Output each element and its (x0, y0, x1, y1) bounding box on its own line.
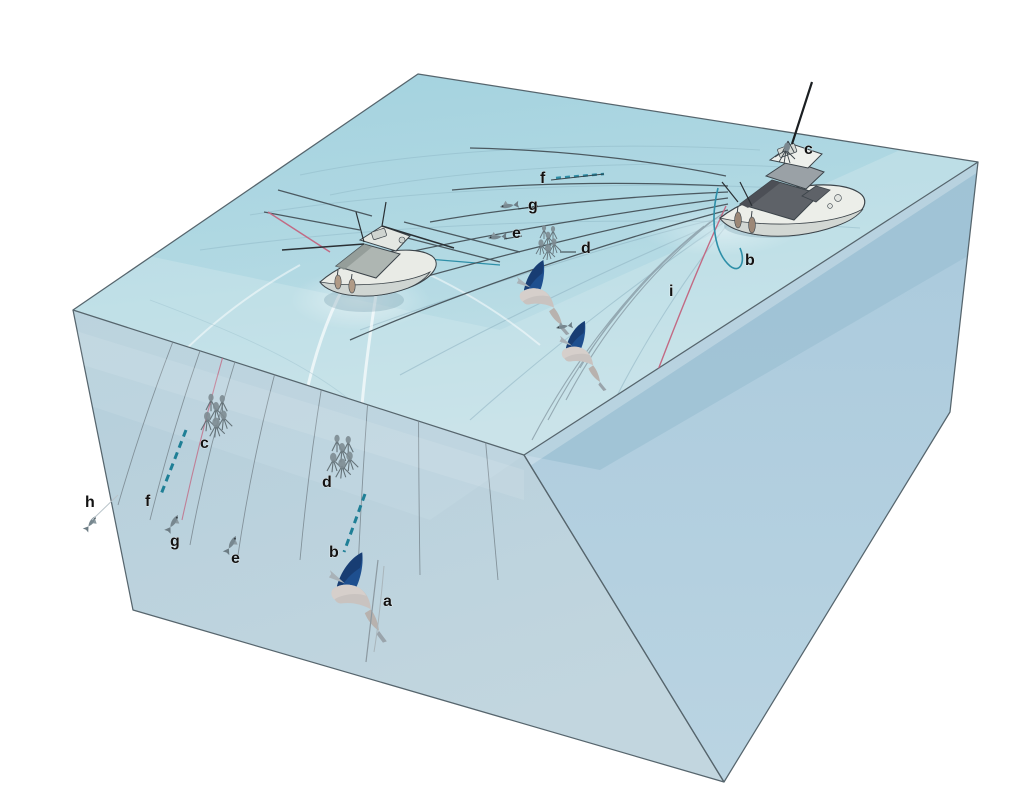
flasher-strip-b (342, 493, 367, 553)
label-g-surface: g (528, 197, 538, 214)
label-f-surface: f (540, 170, 546, 187)
label-layer: a b c d e f g h f g e d i b c (85, 141, 814, 611)
label-i-surface: i (669, 283, 673, 300)
label-f-underwater: f (145, 493, 151, 510)
label-h-underwater: h (85, 494, 95, 511)
bait-fish-h (82, 514, 101, 534)
label-c-surface: c (804, 141, 813, 158)
left-boat-pink-line (267, 211, 331, 253)
water-block-edges (72, 73, 979, 783)
left-boat-lines (263, 189, 521, 263)
label-e-underwater: e (231, 550, 240, 567)
water-left-face (73, 310, 724, 782)
label-d-surface: d (581, 240, 591, 257)
label-b-surface: b (745, 252, 755, 269)
water-right-face (524, 162, 978, 782)
outrigger-teaser-c (774, 140, 796, 165)
leader-line-a (365, 559, 379, 663)
label-leaders (503, 173, 605, 253)
leader-line-a2 (373, 565, 385, 653)
label-e-surface: e (512, 225, 521, 242)
label-b-underwater: b (329, 544, 339, 561)
label-d-underwater: d (322, 474, 332, 491)
right-boat-pink-line-i (651, 205, 727, 387)
right-boat-light-lines (531, 213, 723, 441)
label-c-underwater: c (200, 435, 209, 452)
right-boat-teal-line-b (713, 187, 744, 270)
label-g-underwater: g (170, 533, 180, 550)
flasher-strips (158, 429, 367, 553)
water-block (72, 73, 979, 783)
right-boat-lines (349, 147, 729, 341)
label-a: a (383, 593, 392, 610)
outside-line-h (91, 494, 119, 521)
